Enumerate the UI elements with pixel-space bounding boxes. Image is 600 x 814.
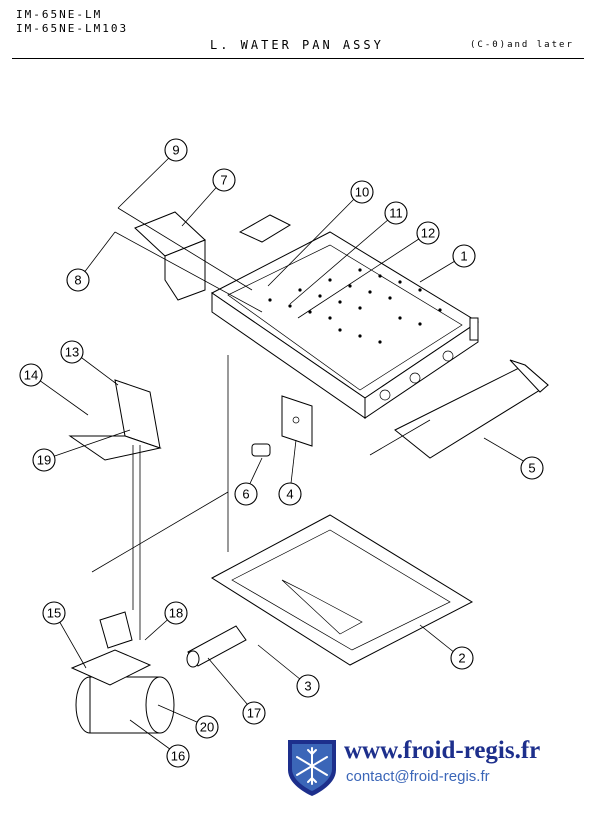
callout-20: 20 [195, 715, 219, 739]
callout-2: 2 [450, 646, 474, 670]
callout-19-label: 19 [37, 453, 51, 468]
callout-9-label: 9 [172, 143, 179, 158]
callout-15: 15 [42, 601, 66, 625]
callout-19: 19 [32, 448, 56, 472]
callout-1: 1 [452, 244, 476, 268]
callout-5-label: 5 [528, 461, 535, 476]
brand-website[interactable]: www.froid-regis.fr [344, 737, 541, 764]
part-fitting-6 [251, 443, 271, 457]
reference-lines [91, 207, 431, 640]
callout-6-label: 6 [242, 487, 249, 502]
callout-4: 4 [278, 482, 302, 506]
callout-14-label: 14 [24, 368, 38, 383]
callout-7: 7 [212, 168, 236, 192]
callout-16-label: 16 [171, 749, 185, 764]
callout-8-label: 8 [74, 273, 81, 288]
callout-20-label: 20 [200, 720, 214, 735]
page-title: L. WATER PAN ASSY [210, 38, 384, 52]
model-number-2: IM-65NE-LM103 [16, 22, 129, 35]
callout-2-label: 2 [458, 651, 465, 666]
callout-12: 12 [416, 221, 440, 245]
callout-3-label: 3 [304, 679, 311, 694]
callout-12-label: 12 [421, 226, 435, 241]
callout-15-label: 15 [47, 606, 61, 621]
callout-18: 18 [164, 601, 188, 625]
model-number-1: IM-65NE-LM [16, 8, 103, 21]
callout-4-label: 4 [286, 487, 293, 502]
callout-17: 17 [242, 701, 266, 725]
callout-6: 6 [234, 482, 258, 506]
callout-10: 10 [350, 180, 374, 204]
part-coupling-17 [186, 625, 247, 668]
callout-18-label: 18 [169, 606, 183, 621]
brand-email[interactable]: contact@froid-regis.fr [346, 768, 490, 785]
callout-1-label: 1 [460, 249, 467, 264]
tray-holes [268, 268, 442, 344]
callout-14: 14 [19, 363, 43, 387]
part-pump-motor-16 [70, 611, 175, 734]
callout-9: 9 [164, 138, 188, 162]
snowflake-shield-logo [288, 740, 336, 796]
callout-5: 5 [520, 456, 544, 480]
callout-16: 16 [166, 744, 190, 768]
callout-8: 8 [66, 268, 90, 292]
callout-7-label: 7 [220, 173, 227, 188]
header-divider [12, 58, 584, 59]
callout-11: 11 [384, 201, 408, 225]
part-pump-bracket-13 [68, 379, 162, 461]
part-mount-bracket-4 [281, 395, 313, 447]
callout-13-label: 13 [65, 345, 79, 360]
callout-3: 3 [296, 674, 320, 698]
callout-10-label: 10 [355, 185, 369, 200]
callout-13: 13 [60, 340, 84, 364]
callout-11-label: 11 [389, 206, 403, 221]
part-water-pan-tray [211, 214, 479, 419]
edition-note: (C-0)and later [470, 40, 574, 50]
part-drain-pan-2 [211, 514, 474, 666]
part-side-plate-5 [394, 359, 549, 459]
callout-17-label: 17 [247, 706, 261, 721]
